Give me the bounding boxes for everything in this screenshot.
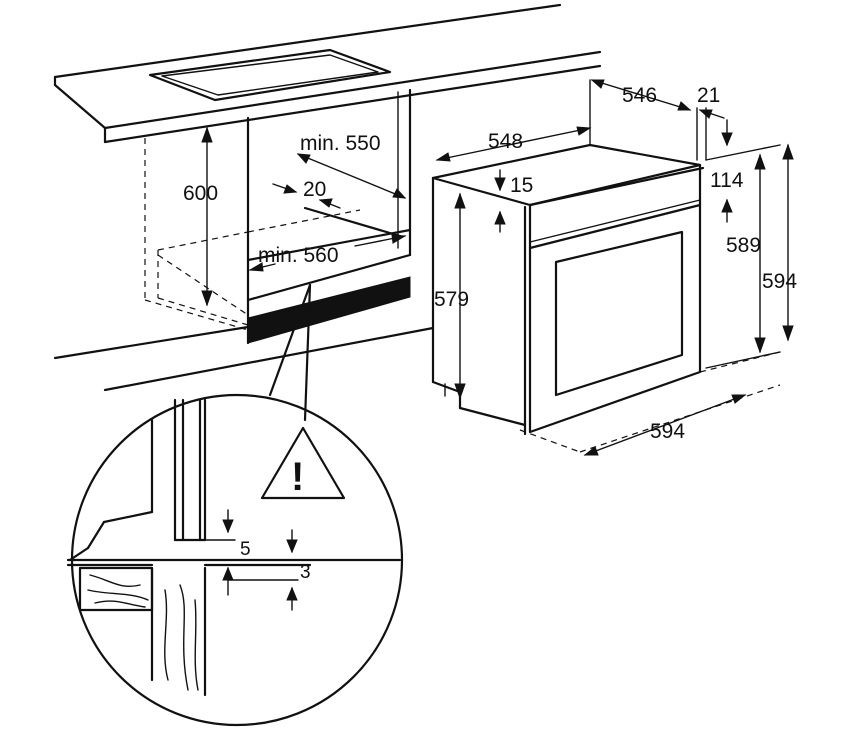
dim-lines-oven: [435, 79, 794, 456]
dim-594-horizontal: 594: [650, 420, 685, 443]
detail-section: [66, 398, 402, 697]
dim-546: 546: [622, 84, 657, 107]
dim-min-560: min. 560: [258, 244, 339, 267]
hob: [148, 48, 392, 102]
dim-min-550: min. 550: [300, 132, 381, 155]
oven: [431, 143, 781, 453]
dim-lines-cabinet: [201, 126, 407, 307]
dim-3: 3: [300, 562, 311, 583]
warning-triangle-icon: !: [260, 426, 346, 500]
countertop: [53, 3, 602, 144]
dim-594-vertical: 594: [762, 270, 797, 293]
dim-5: 5: [240, 539, 251, 560]
cabinet-niche: [53, 88, 435, 392]
dim-589: 589: [726, 234, 761, 257]
dim-15: 15: [510, 174, 533, 197]
dim-114: 114: [710, 169, 744, 192]
dim-548: 548: [488, 130, 523, 153]
dim-579: 579: [434, 288, 469, 311]
dim-21: 21: [697, 84, 720, 107]
dim-600: 600: [183, 182, 218, 205]
warning-mark: !: [291, 455, 304, 499]
dim-20: 20: [303, 178, 326, 201]
detail-callout: !: [66, 283, 404, 727]
